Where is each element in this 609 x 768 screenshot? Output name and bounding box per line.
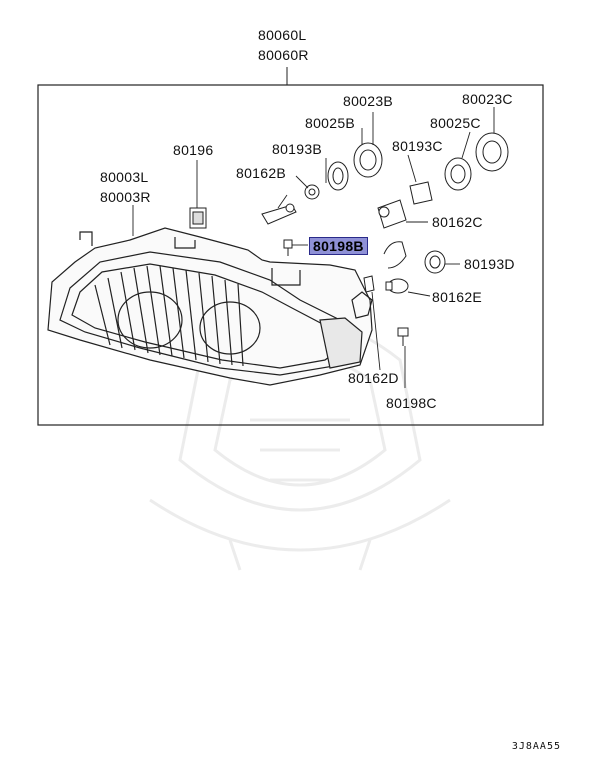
label-80162e: 80162E	[432, 289, 483, 305]
part-80196-clip	[189, 207, 207, 229]
label-assy-r: 80060R	[258, 47, 309, 63]
label-80025c: 80025C	[430, 115, 481, 131]
part-80023c-cap	[475, 132, 509, 172]
label-80162b: 80162B	[236, 165, 287, 181]
label-80193d: 80193D	[464, 256, 515, 272]
label-80198c: 80198C	[386, 395, 437, 411]
label-80003l: 80003L	[100, 169, 149, 185]
label-80023b: 80023B	[343, 93, 394, 109]
part-80023b-cap	[353, 142, 383, 178]
label-80196: 80196	[173, 142, 214, 158]
label-assy-l: 80060L	[258, 27, 307, 43]
diagram-code: 3J8AA55	[511, 741, 561, 752]
part-80198b-screw	[283, 239, 293, 256]
part-80193c-socket	[409, 181, 433, 205]
part-80162d-bulb	[363, 275, 375, 293]
part-80025c-ring	[444, 157, 472, 191]
headlight-housing	[47, 227, 373, 386]
label-80025b: 80025B	[305, 115, 356, 131]
part-80162e-bulb	[385, 278, 409, 294]
part-80198c-screw	[397, 327, 409, 346]
part-80162b-bulb	[261, 203, 297, 225]
part-80193d-socket	[424, 250, 446, 274]
part-80025b-ring	[327, 161, 349, 191]
label-80162c: 80162C	[432, 214, 483, 230]
label-80162d: 80162D	[348, 370, 399, 386]
leader-lines	[132, 107, 495, 388]
part-80162c-bulb	[377, 199, 407, 229]
label-80198b-highlighted[interactable]: 80198B	[309, 237, 368, 255]
label-80003r: 80003R	[100, 189, 151, 205]
label-80023c: 80023C	[462, 91, 513, 107]
label-80193b: 80193B	[272, 141, 323, 157]
wire-harness	[383, 241, 407, 269]
part-80193b-socket	[304, 184, 320, 200]
diagram-frame	[37, 84, 544, 426]
label-80193c: 80193C	[392, 138, 443, 154]
